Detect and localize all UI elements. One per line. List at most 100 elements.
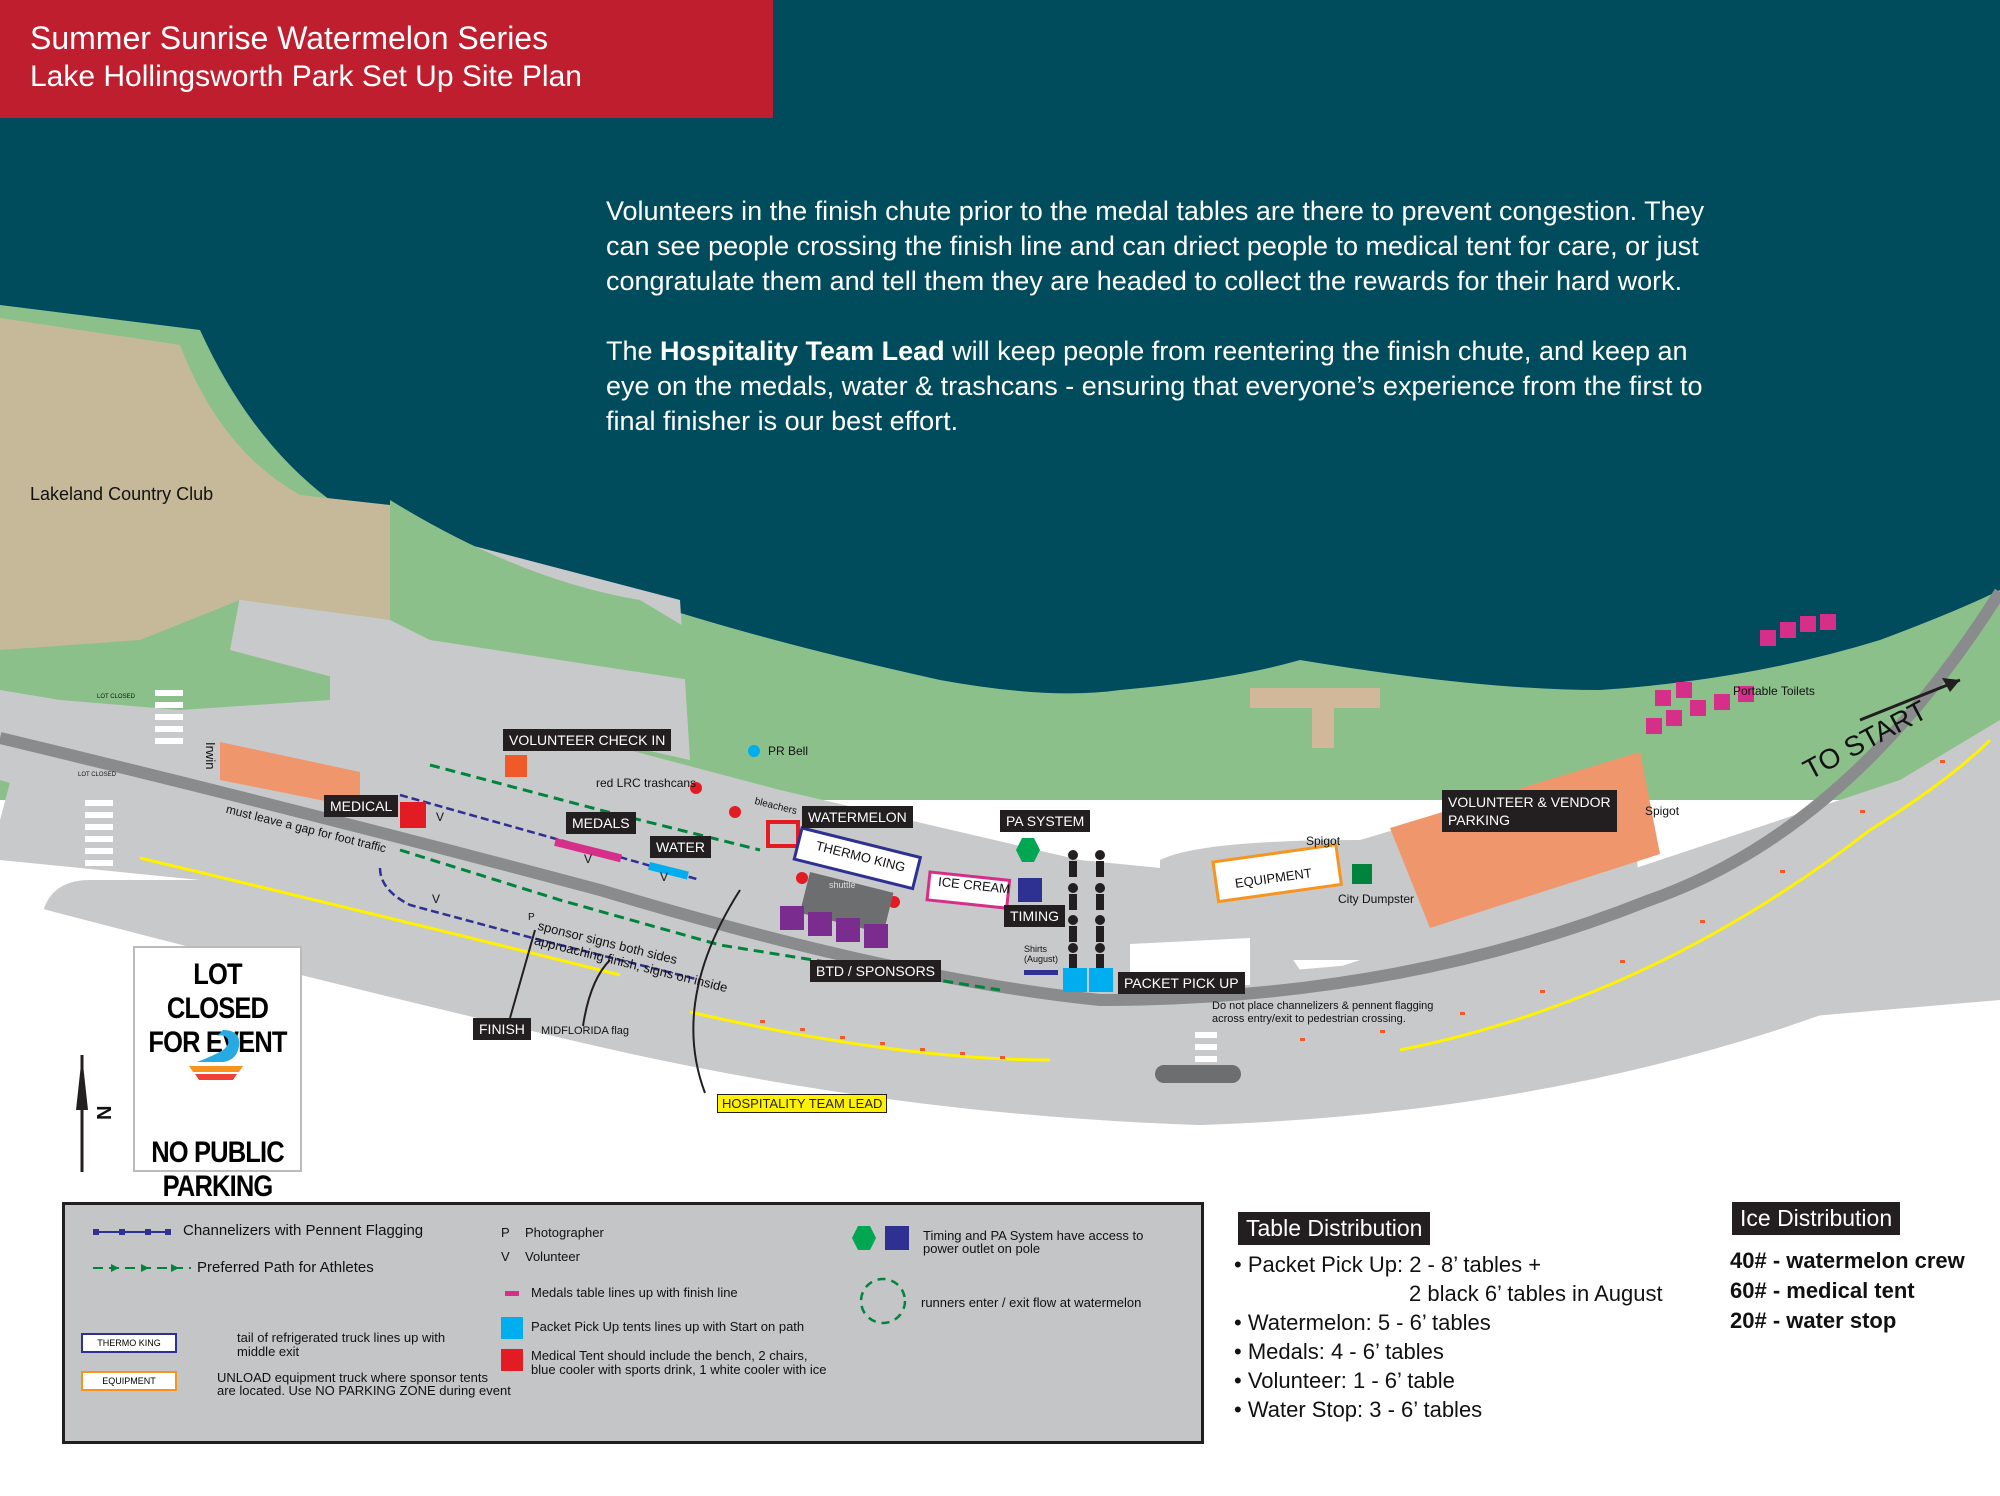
crosswalk-2 (85, 800, 113, 866)
watermelon-tables (766, 820, 800, 848)
btd-sponsors-label: BTD / SPONSORS (810, 960, 942, 982)
dumpster-label: City Dumpster (1338, 892, 1415, 906)
lot-sign-line-1: LOT CLOSED (166, 958, 269, 1025)
legend-v-key: V (501, 1249, 510, 1264)
note-emphasis: Hospitality Team Lead (660, 336, 945, 366)
midflorida-label: MIDFLORIDA flag (541, 1025, 630, 1037)
table-distribution-item: • Volunteer: 1 - 6’ table (1234, 1368, 1455, 1393)
legend-medical-line: blue cooler with sports drink, 1 white c… (531, 1362, 827, 1377)
lot-sign-line-4: PARKING (162, 1170, 274, 1203)
table-distribution-header: Table Distribution (1238, 1212, 1431, 1245)
table-distribution-item: • Packet Pick Up: 2 - 8’ tables + (1234, 1252, 1542, 1277)
medals-table (554, 838, 622, 863)
legend-timing-pa-line: power outlet on pole (923, 1241, 1041, 1256)
yellow-line-2 (689, 1010, 1051, 1062)
legend-medical: Medical Tent should include the bench, 2… (531, 1349, 827, 1377)
medals-label: MEDALS (566, 812, 636, 834)
note-paragraph-1: Volunteers in the finish chute prior to … (606, 196, 1705, 296)
legend-volunteer: Volunteer (525, 1249, 580, 1264)
channelizer-line (378, 793, 701, 982)
shuttle-label: shuttle (829, 880, 856, 890)
ice-distribution-item: 60# - medical tent (1730, 1278, 1915, 1303)
finish-label: FINISH (473, 1018, 531, 1040)
timing-label: TIMING (1004, 905, 1065, 927)
road-line (0, 588, 2000, 1007)
legend-thermo: tail of refrigerated truck lines up with… (237, 1331, 445, 1359)
pr-bell-marker (748, 745, 760, 757)
legend-medical-line: Medical Tent should include the bench, 2… (531, 1348, 808, 1363)
path-key-icon (93, 1264, 191, 1272)
swan-logo-icon (189, 1030, 243, 1080)
legend-medals: Medals table lines up with finish line (531, 1285, 738, 1300)
dumpster (1352, 864, 1372, 884)
table-distribution-list: • Packet Pick Up: 2 - 8’ tables + 2 blac… (1234, 1250, 1663, 1424)
sponsor-tents (780, 906, 888, 948)
legend-channelizers: Channelizers with Pennent Flagging (183, 1222, 424, 1239)
road-marker (1155, 1065, 1241, 1083)
packet-tent (1089, 968, 1113, 992)
cone-markers (760, 760, 1945, 1059)
legend-p-key: P (501, 1225, 510, 1240)
volunteer-mark: V (584, 852, 593, 866)
ice-distribution-list: 40# - watermelon crew 60# - medical tent… (1730, 1246, 1965, 1336)
table-distribution-item: • Medals: 4 - 6’ tables (1234, 1339, 1444, 1364)
legend-thermo-line: tail of refrigerated truck lines up with (237, 1330, 446, 1345)
north-arrowhead (76, 1055, 88, 1110)
thermo-king-truck (792, 826, 923, 891)
table-distribution-item: • Water Stop: 3 - 6’ tables (1234, 1397, 1483, 1422)
table-distribution-item: • Watermelon: 5 - 6’ tables (1234, 1310, 1491, 1335)
hospitality-pointer (692, 889, 741, 1094)
yellow-line-3 (1399, 738, 1992, 1052)
pa-system-label: PA SYSTEM (1000, 810, 1091, 832)
legend-packet: Packet Pick Up tents lines up with Start… (531, 1319, 805, 1334)
channelizer-key-icon (93, 1229, 171, 1235)
irwin-parking (220, 742, 360, 808)
trashcan (796, 872, 808, 884)
medals-key-icon (505, 1291, 519, 1296)
crossing-note: Do not place channelizers & pennent flag… (1212, 1000, 1433, 1026)
legend-equipment-line: UNLOAD equipment truck where sponsor ten… (217, 1370, 488, 1385)
note-text: will keep people from reentering the fin… (606, 336, 1703, 436)
pr-bell-label: PR Bell (768, 744, 809, 758)
volunteer-check-in-label: VOLUNTEER CHECK IN (503, 729, 672, 751)
crosswalk-1 (155, 690, 183, 744)
portable-toilets-label: Portable Toilets (1733, 684, 1815, 698)
lot-closed-label: LOT CLOSED (97, 694, 135, 700)
ice-cream-truck (925, 870, 1012, 910)
north-label: N (94, 1105, 116, 1120)
water-label: WATER (650, 836, 711, 858)
timing-tent (1018, 878, 1042, 902)
legend-runner-flow: runners enter / exit flow at watermelon (921, 1295, 1142, 1310)
trashcan (690, 782, 702, 794)
ice-distribution-item: 40# - watermelon crew (1730, 1248, 1965, 1273)
legend-preferred-path: Preferred Path for Athletes (197, 1259, 374, 1276)
runner-flow-key-icon (859, 1277, 907, 1325)
spigot-label: Spigot (1306, 834, 1341, 848)
volunteer-figures (1068, 850, 1105, 970)
photographer-mark: P (528, 912, 535, 923)
map-legend: Channelizers with Pennent Flagging Prefe… (62, 1202, 1204, 1444)
packet-pick-up-label: PACKET PICK UP (1118, 972, 1245, 994)
title-line-1: Summer Sunrise Watermelon Series (30, 20, 549, 56)
legend-photographer: Photographer (525, 1225, 604, 1240)
shirts-label: Shirts (August) (1024, 944, 1059, 964)
note-text: The (606, 336, 661, 366)
equipment-key-icon: EQUIPMENT (81, 1371, 177, 1391)
ice-distribution-header: Ice Distribution (1732, 1202, 1901, 1235)
lot-closed-sign: LOT CLOSED FOR EVENT NO PUBLIC PARKING (133, 946, 302, 1203)
note-paragraph-2: The Hospitality Team Lead will keep peop… (606, 334, 1736, 439)
watermelon-label: WATERMELON (802, 806, 913, 828)
finish-pointer (509, 929, 536, 1019)
center-lot (430, 700, 1280, 960)
country-club-label: Lakeland Country Club (30, 484, 214, 504)
vendor-parking-line: VOLUNTEER & VENDOR (1448, 794, 1611, 810)
title-banner: Summer Sunrise Watermelon Series Lake Ho… (0, 0, 773, 118)
crossing-note-line: Do not place channelizers & pennent flag… (1212, 1000, 1434, 1012)
ice-distribution-item: 20# - water stop (1730, 1308, 1897, 1333)
packet-key-icon (501, 1317, 523, 1339)
medical-label: MEDICAL (324, 795, 399, 817)
irwin-label: Irwin (203, 742, 218, 770)
country-club (0, 318, 390, 650)
